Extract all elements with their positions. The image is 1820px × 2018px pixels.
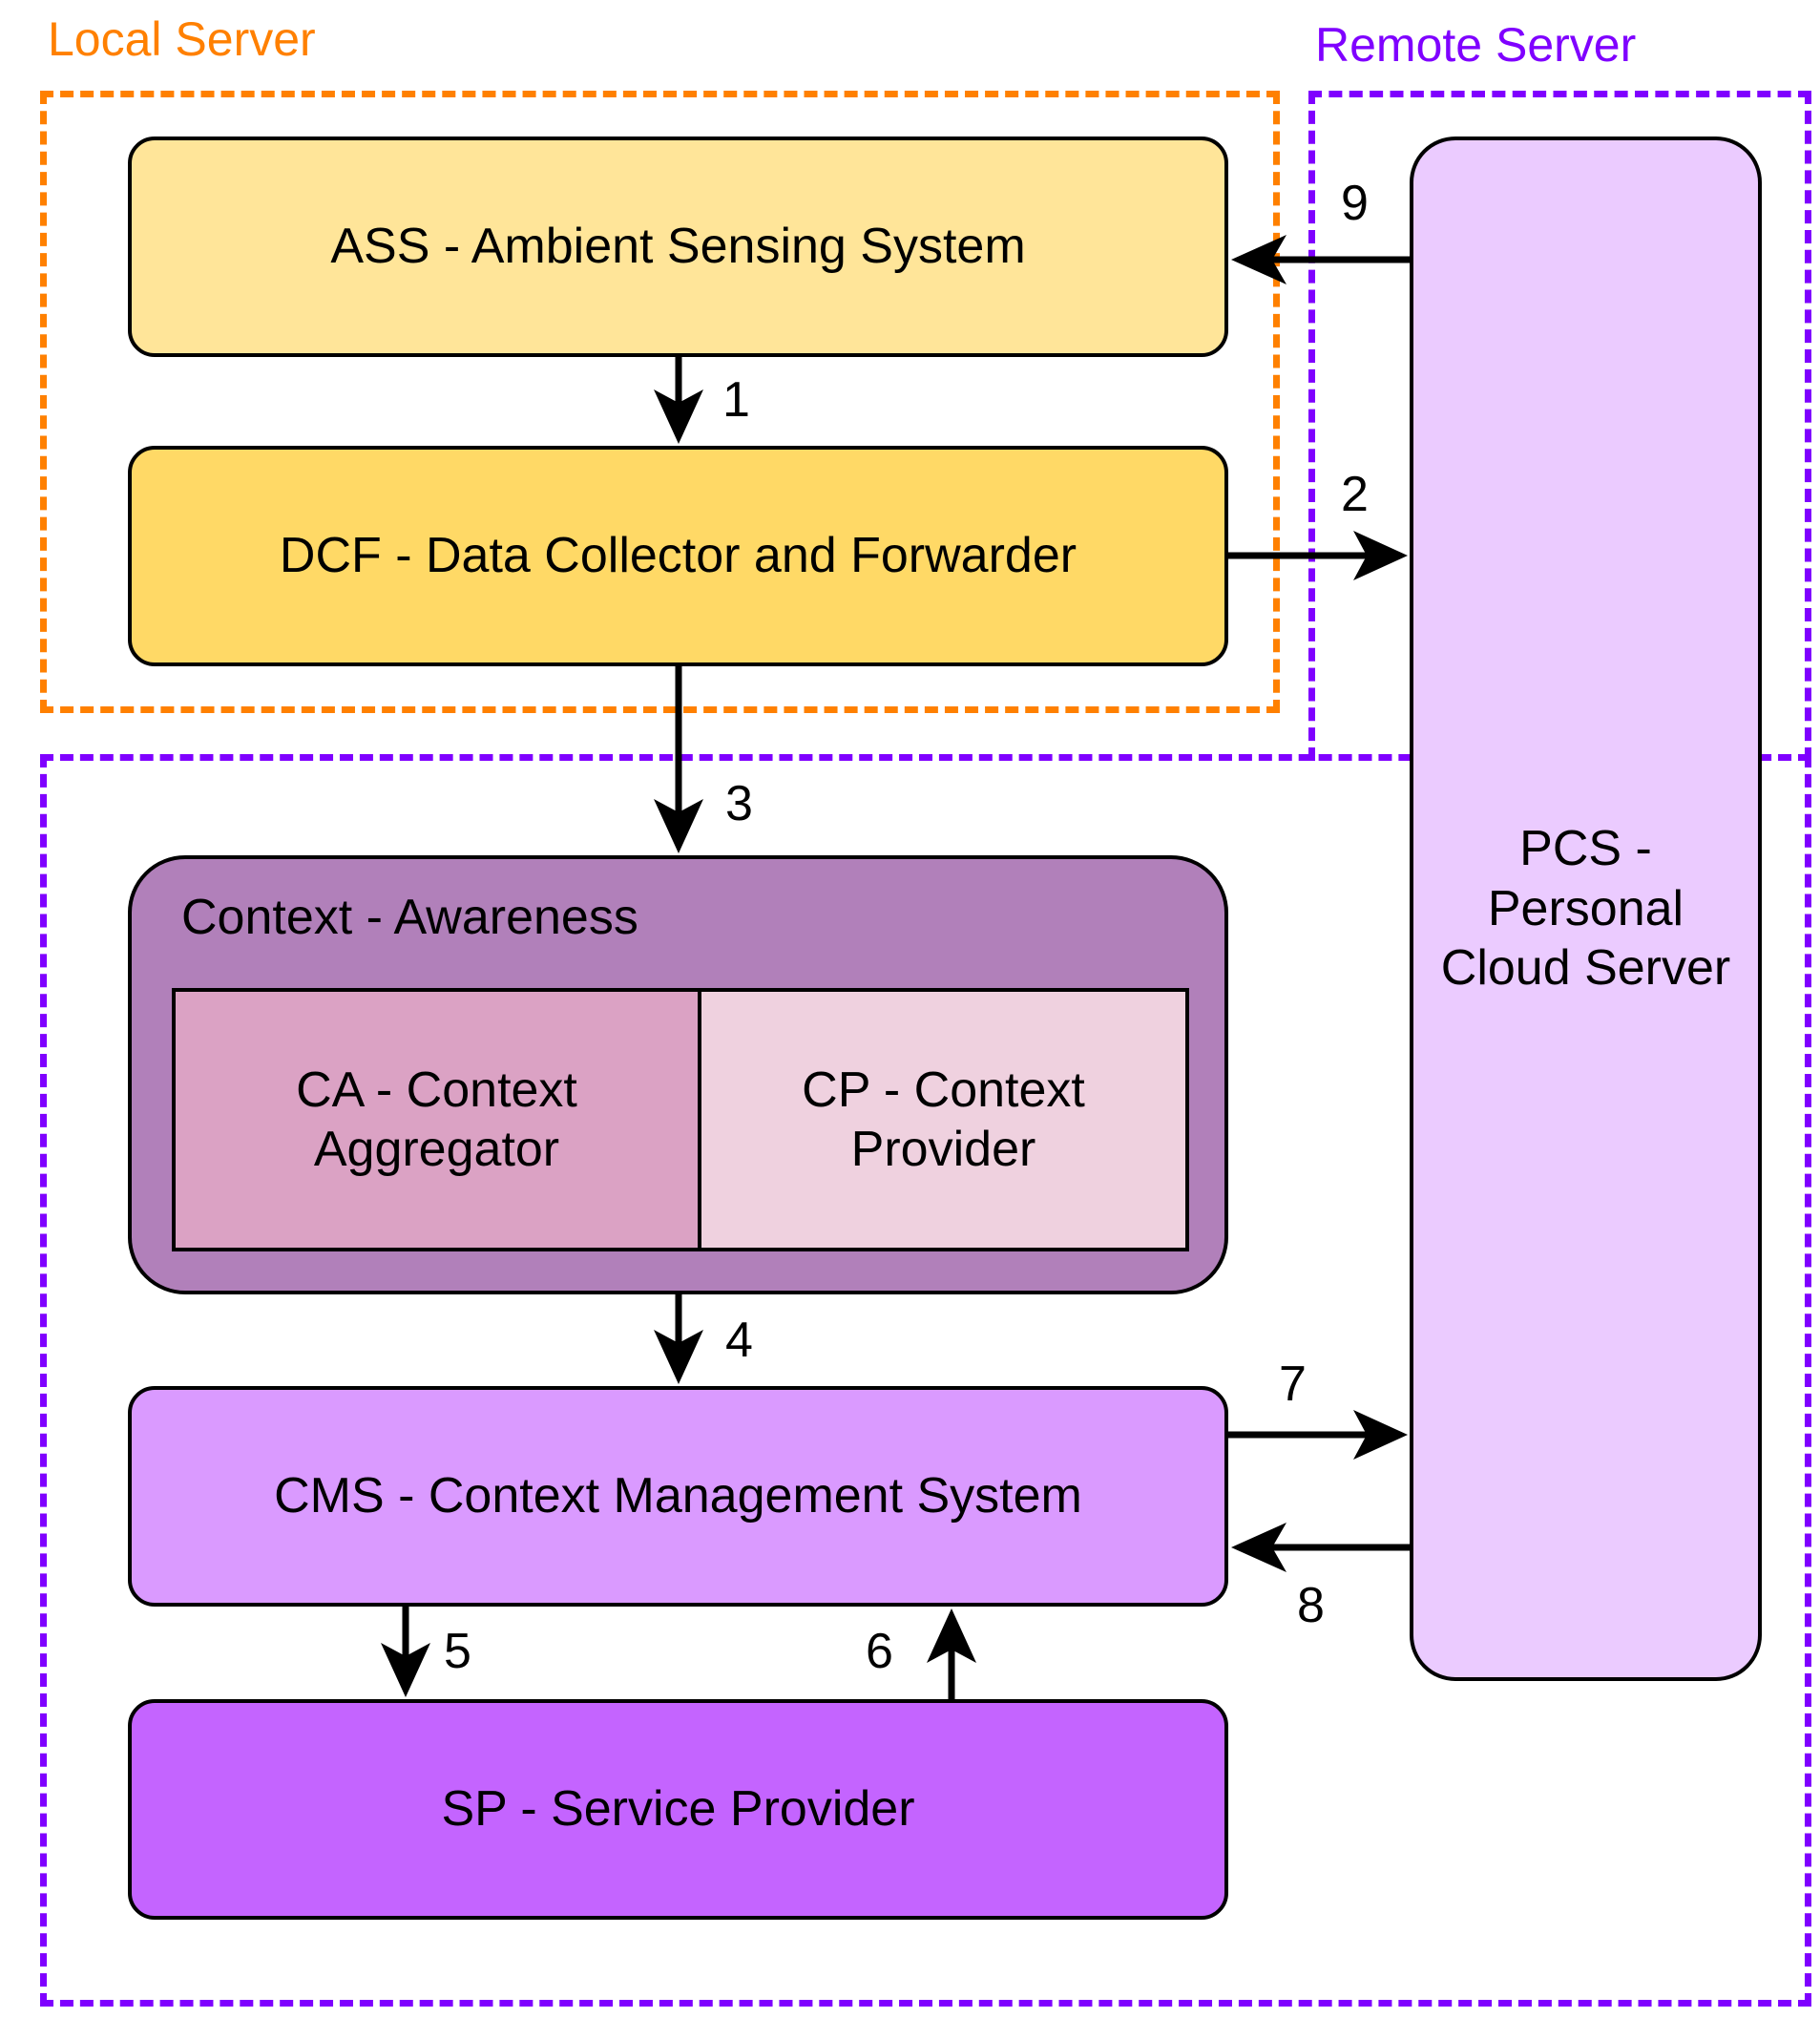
edge-9-arrow xyxy=(1231,235,1410,284)
edge-4-label: 4 xyxy=(725,1313,753,1368)
edge-8-label: 8 xyxy=(1297,1578,1325,1633)
edge-1-label: 1 xyxy=(722,372,750,428)
edge-9-label: 9 xyxy=(1341,176,1369,231)
edge-3-arrow xyxy=(654,666,703,853)
edge-3-label: 3 xyxy=(725,776,753,831)
edge-8-arrow xyxy=(1231,1523,1410,1572)
sp-node: SP - Service Provider xyxy=(128,1699,1228,1920)
edge-4-arrow xyxy=(654,1294,703,1384)
dcf-node: DCF - Data Collector and Forwarder xyxy=(128,446,1228,666)
cp-node: CP - Context Provider xyxy=(698,988,1189,1251)
local-server-region xyxy=(40,91,1280,713)
edge-2-label: 2 xyxy=(1341,467,1369,522)
context-awareness-label: Context - Awareness xyxy=(181,890,638,945)
ass-node: ASS - Ambient Sensing System xyxy=(128,137,1228,357)
pcs-node: PCS - Personal Cloud Server xyxy=(1410,137,1762,1681)
cp-label: CP - Context Provider xyxy=(802,1062,1085,1177)
ca-node: CA - Context Aggregator xyxy=(172,988,701,1251)
remote-server-region-upper xyxy=(1308,91,1811,761)
cms-node: CMS - Context Management System xyxy=(128,1386,1228,1607)
edge-6-label: 6 xyxy=(866,1624,893,1679)
remote-server-region-lower xyxy=(40,754,1811,2007)
dcf-label: DCF - Data Collector and Forwarder xyxy=(279,528,1077,584)
edge-7-arrow xyxy=(1228,1410,1408,1460)
sp-label: SP - Service Provider xyxy=(441,1781,915,1838)
remote-server-label: Remote Server xyxy=(1315,18,1637,72)
local-server-label: Local Server xyxy=(48,12,316,66)
ass-label: ASS - Ambient Sensing System xyxy=(330,219,1026,275)
ca-label: CA - Context Aggregator xyxy=(296,1062,577,1177)
edge-1-arrow xyxy=(654,357,703,444)
pcs-label: PCS - Personal Cloud Server xyxy=(1440,821,1731,997)
edge-6-arrow xyxy=(927,1608,976,1699)
cms-label: CMS - Context Management System xyxy=(274,1468,1082,1524)
edge-2-arrow xyxy=(1228,531,1408,580)
edge-5-arrow xyxy=(381,1607,430,1697)
edge-7-label: 7 xyxy=(1279,1356,1307,1412)
edge-5-label: 5 xyxy=(444,1624,471,1679)
